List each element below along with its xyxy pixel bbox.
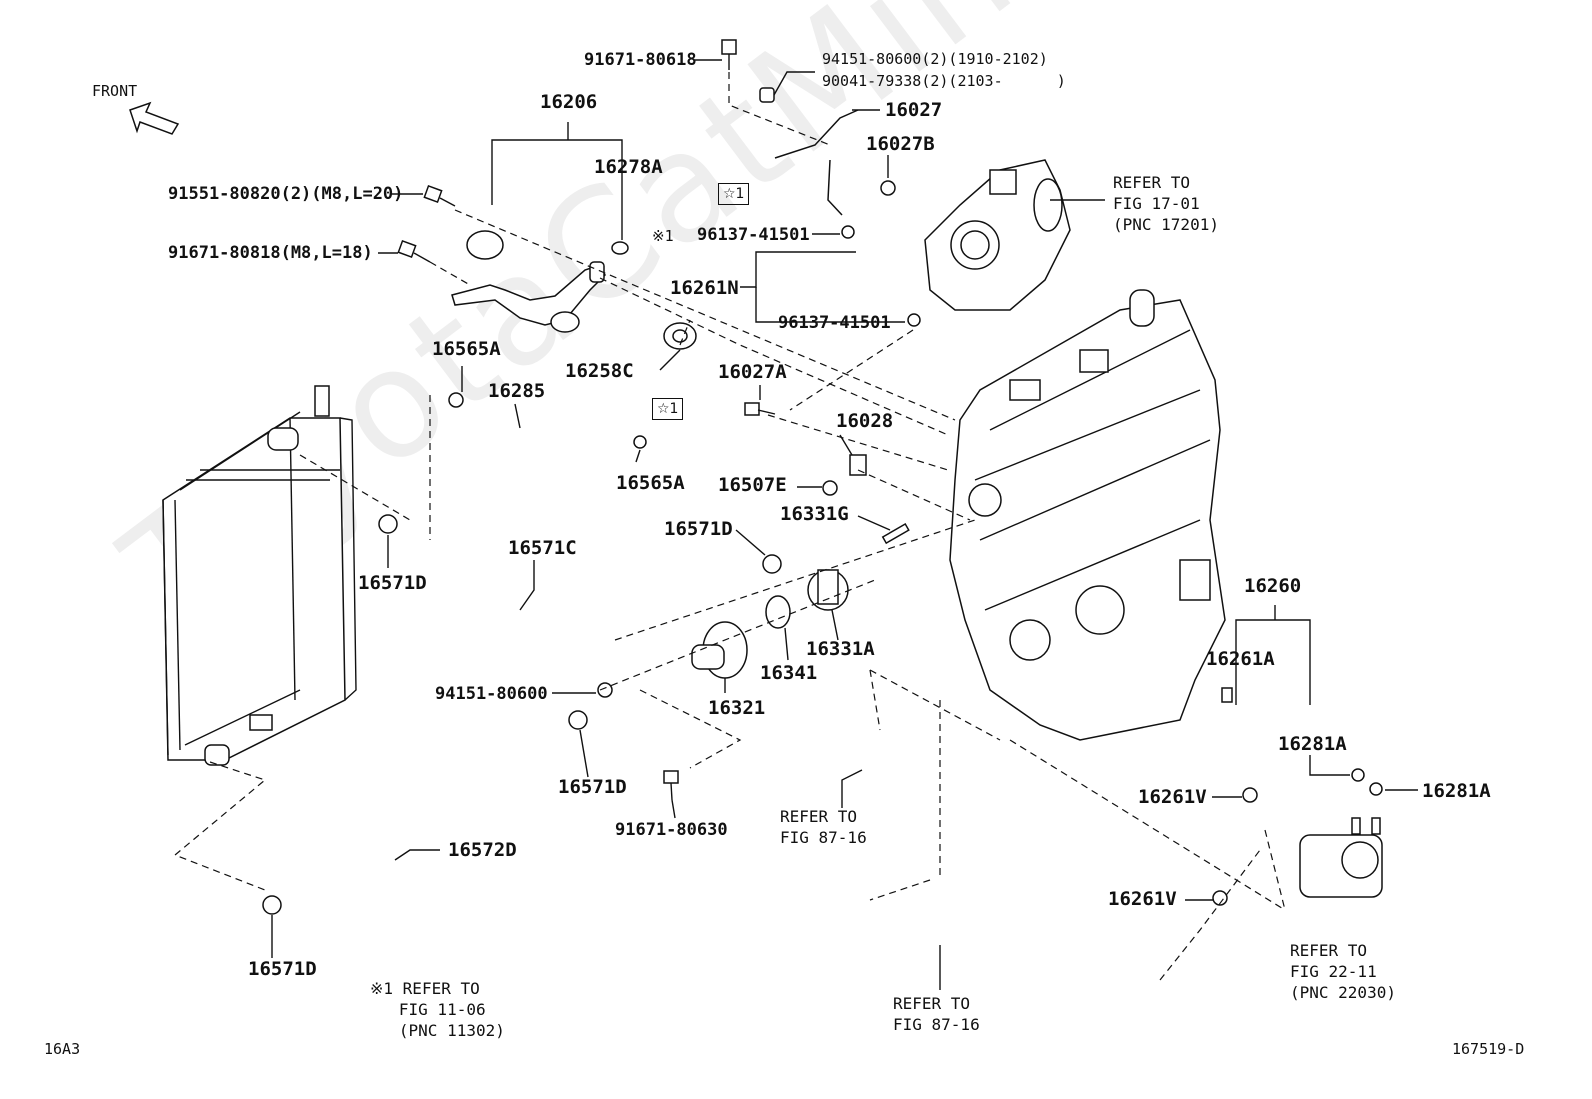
label-91551-80820[interactable]: 91551-80820(2)(M8,L=20): [168, 184, 404, 204]
radiator: [162, 385, 357, 766]
label-16565a-bottom[interactable]: 16565A: [616, 472, 685, 494]
label-16261v-b[interactable]: 16261V: [1108, 888, 1177, 910]
water-outlet-pipe: [451, 230, 606, 333]
pipe-16027: [774, 109, 859, 159]
label-91671-80618[interactable]: 91671-80618: [584, 50, 697, 70]
label-16281a-a[interactable]: 16281A: [1278, 733, 1347, 755]
label-16027b[interactable]: 16027B: [866, 133, 935, 155]
dashed-assembly-lines: [173, 72, 1286, 981]
label-16258c[interactable]: 16258C: [565, 360, 634, 382]
star-1-box-mid: ☆1: [652, 398, 684, 420]
ref-fig-22-11[interactable]: REFER TO FIG 22-11 (PNC 22030): [1290, 941, 1396, 1002]
label-16027[interactable]: 16027: [885, 99, 943, 121]
ref-fig-17-01[interactable]: REFER TO FIG 17-01 (PNC 17201): [1113, 173, 1219, 234]
label-16341[interactable]: 16341: [760, 662, 818, 684]
front-arrow-icon: [129, 101, 180, 135]
star-1-box-top: ☆1: [718, 183, 750, 205]
clamp-icons: [262, 180, 1383, 915]
thermostat-16331a: [807, 569, 849, 611]
label-16028[interactable]: 16028: [836, 410, 894, 432]
label-94151-80600[interactable]: 94151-80600: [435, 684, 548, 704]
label-16261a[interactable]: 16261A: [1206, 648, 1275, 670]
front-label: FRONT: [92, 82, 138, 100]
label-16331g[interactable]: 16331G: [780, 503, 849, 525]
mark-1-note: ※1: [652, 227, 674, 245]
ref-fig-11-06[interactable]: ※1 REFER TO FIG 11-06 (PNC 11302): [370, 979, 505, 1040]
label-16507e[interactable]: 16507E: [718, 474, 787, 496]
label-90041-79338[interactable]: 90041-79338(2)(2103- ): [822, 72, 1066, 90]
label-16261v-a[interactable]: 16261V: [1138, 786, 1207, 808]
label-94151-80600-2[interactable]: 94151-80600(2)(1910-2102): [822, 50, 1048, 68]
label-16278a[interactable]: 16278A: [594, 156, 663, 178]
label-16321[interactable]: 16321: [708, 697, 766, 719]
engine-block: [949, 289, 1226, 741]
bolt-icons: [397, 39, 776, 801]
label-16285[interactable]: 16285: [488, 380, 546, 402]
label-91671-80818[interactable]: 91671-80818(M8,L=18): [168, 243, 373, 263]
water-inlet-16321: [691, 621, 748, 679]
label-96137-41501-b[interactable]: 96137-41501: [778, 313, 891, 333]
ref-fig-87-16-a[interactable]: REFER TO FIG 87-16: [780, 807, 867, 847]
corner-code-left: 16A3: [44, 1040, 81, 1058]
label-16206[interactable]: 16206: [540, 91, 598, 113]
label-91671-80630[interactable]: 91671-80630: [615, 820, 728, 840]
label-16261n[interactable]: 16261N: [670, 277, 739, 299]
ref-fig-87-16-b[interactable]: REFER TO FIG 87-16: [893, 994, 980, 1034]
label-16281a-b[interactable]: 16281A: [1422, 780, 1491, 802]
label-16571d-a[interactable]: 16571D: [664, 518, 733, 540]
label-16571d-b[interactable]: 16571D: [358, 572, 427, 594]
gasket-16341: [765, 595, 791, 629]
throttle-body: [1299, 817, 1383, 898]
label-16572d[interactable]: 16572D: [448, 839, 517, 861]
label-16571d-d[interactable]: 16571D: [248, 958, 317, 980]
label-16027a[interactable]: 16027A: [718, 361, 787, 383]
label-96137-41501-a[interactable]: 96137-41501: [697, 225, 810, 245]
corner-code-right: 167519-D: [1452, 1040, 1525, 1058]
label-16260[interactable]: 16260: [1244, 575, 1302, 597]
label-16565a-top[interactable]: 16565A: [432, 338, 501, 360]
compressor-unit: [924, 159, 1071, 311]
label-16331a[interactable]: 16331A: [806, 638, 875, 660]
o-ring-16278a: [611, 241, 629, 255]
leader-lines: [271, 59, 1418, 990]
label-16571d-c[interactable]: 16571D: [558, 776, 627, 798]
label-16571c[interactable]: 16571C: [508, 537, 577, 559]
